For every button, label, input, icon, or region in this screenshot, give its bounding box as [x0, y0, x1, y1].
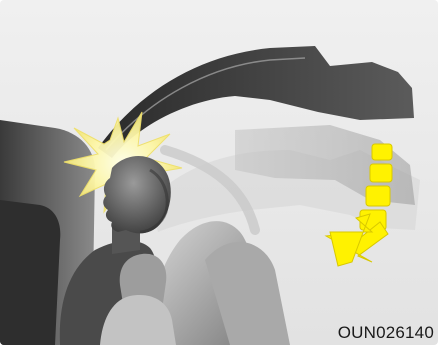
arrow-segment	[372, 144, 392, 160]
arrow-segment	[370, 164, 392, 182]
seat-back-left-panel	[0, 200, 60, 345]
figure-code-label: OUN026140	[338, 324, 434, 342]
arrow-segment	[366, 186, 390, 206]
